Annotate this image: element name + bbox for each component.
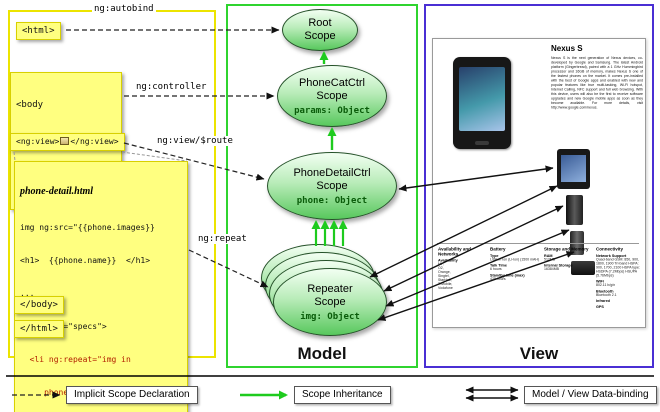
code-box-html-close: </html> [14,320,64,338]
spec-label: Network Support [596,253,627,258]
scope-name-line: Scope [304,30,336,42]
spec-column-content: Availability and Networks Availability M… [438,247,486,291]
spec-label: WiFi [596,279,604,284]
spec-value: 512MB [544,257,556,262]
spec-value: Lithium Ion (Li-Ion) (1500 mAH) [490,257,540,262]
specs-divider [437,243,639,244]
phone-thumbnail-1 [557,149,590,189]
label-ng-repeat: ng:repeat [196,234,249,244]
label-ng-view-route: ng:view/$route [155,136,235,146]
scope-repeater-binding: img: Object [300,311,360,322]
spec-value: 16384MB [544,267,559,272]
spec-column-content: Battery Type Lithium Ion (Li-Ion) (1500 … [490,247,540,281]
spec-label: Infrared [596,298,610,304]
legend-model-view-databinding: Model / View Data-binding [524,386,657,404]
phone-thumbnail-4 [571,261,595,275]
spec-header: Storage and Memory [544,246,589,252]
spec-column-content: Storage and Memory RAM 512MB Internal St… [544,247,594,272]
code-line: <h1> {{phone.name}} </h1> [20,256,151,265]
scope-phonedetailctrl-name: PhoneDetailCtrl Scope [293,167,370,193]
ngview-close-tag: </ng:view> [70,137,119,146]
phone-title: Nexus S [551,44,583,53]
model-column-label: Model [297,344,347,363]
spec-column-storage: Storage and Memory RAM 512MB Internal St… [544,247,594,296]
scope-name-line: Scope [314,295,346,308]
phone-description: Nexus S is the next generation of Nexus … [551,56,643,110]
spec-header: Availability and Networks [438,246,471,257]
code-line-ng-repeat: <li ng:repeat="img in [20,355,131,364]
ngview-open-tag: <ng:view> [16,137,60,146]
scope-root: Root Scope [282,9,358,51]
spec-value: 802.11 b/g/n [596,283,616,288]
scope-repeater-name: Repeater Scope [307,283,352,309]
phone-thumbnail-2 [566,195,583,225]
code-line: img ng:src="{{phone.images}} [20,223,155,232]
code-box-phone-detail: phone-detail.html img ng:src="{{phone.im… [14,161,188,412]
scope-repeater: Repeater Scope img: Object [273,268,387,336]
scope-name-line: Scope [316,89,348,102]
phone-detail-page: Nexus S Nexus S is the next generation o… [432,38,646,328]
scope-root-name: Root Scope [304,17,335,43]
scope-name-line: Repeater [307,282,353,295]
scope-name-line: Scope [316,179,348,192]
code-box-ngview: <ng:view> </ng:view> [10,133,125,151]
spec-value: 6 hours [490,267,502,272]
spec-value: Vodafone [438,286,453,291]
scope-name-line: Root [308,17,332,29]
phone-description-block: Nexus S is the next generation of Nexus … [551,56,643,144]
code-line: ... [20,289,35,298]
phone-main-screen [459,67,505,131]
spec-label: Bluetooth [596,288,614,294]
scope-phonedetailctrl-binding: phone: Object [296,195,368,206]
legend-implicit-scope-declaration: Implicit Scope Declaration [66,386,198,404]
spec-column-availability: Availability and Networks Availability M… [438,247,486,334]
view-column-label: View [519,344,559,363]
spec-value: Bluetooth 2.1 [596,293,617,297]
label-ng-autobind: ng:autobind [92,4,156,14]
phone-detail-filename: phone-detail.html [20,186,94,197]
spec-header: Battery [490,246,506,252]
code-line: <body [16,100,44,110]
scope-phonecatctrl-binding: params: Object [294,105,370,116]
phone-thumbnail-1-screen [561,155,586,182]
spec-value: 428 hours [490,277,506,281]
spec-label: GPS [596,304,604,309]
spec-column-content: Connectivity Network Support Quad-band G… [596,247,642,309]
scope-name-line: PhoneCatCtrl [298,76,366,89]
scope-phonecatctrl: PhoneCatCtrl Scope params: Object [277,65,387,127]
phone-main-image [453,57,511,149]
scope-name-line: PhoneDetailCtrl [293,166,371,179]
spec-column-connectivity: Connectivity Network Support Quad-band G… [596,247,642,371]
code-box-html-open: <html> [16,22,61,40]
phone-key [475,141,489,145]
spec-value: Quad-band GSM: 850, 900, 1800, 1900 Tri-… [596,257,640,278]
scope-phonedetailctrl: PhoneDetailCtrl Scope phone: Object [267,152,397,220]
scope-phonecatctrl-name: PhoneCatCtrl Scope [299,77,365,103]
label-ng-controller: ng:controller [134,82,209,92]
code-box-body-close: </body> [14,296,64,314]
legend-scope-inheritance: Scope Inheritance [294,386,391,404]
spec-column-battery: Battery Type Lithium Ion (Li-Ion) (1500 … [490,247,540,316]
package-icon [60,137,70,145]
spec-header: Connectivity [596,246,624,252]
